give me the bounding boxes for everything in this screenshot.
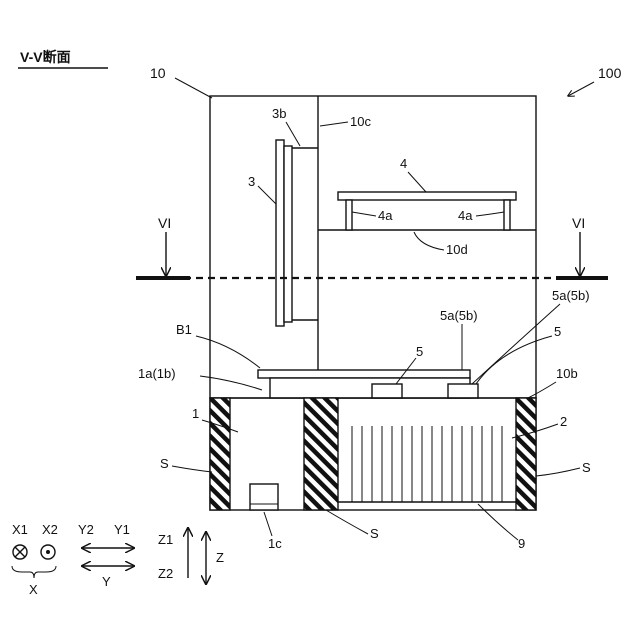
leader-4a-right: [476, 212, 504, 216]
label-5-right: 5: [554, 324, 561, 339]
axis-x-label: X: [29, 582, 38, 597]
leader-4a-left: [352, 212, 376, 216]
label-vi-right: VI: [572, 215, 585, 231]
leader-s-bottom: [326, 510, 368, 534]
board-b1-lower: [270, 378, 470, 398]
component-2-fins: [352, 426, 502, 502]
housing-10: [210, 96, 536, 398]
axis-y2-label: Y2: [78, 522, 94, 537]
leader-10: [175, 78, 212, 98]
label-4a-right: 4a: [458, 208, 473, 223]
component-5-mid: [372, 384, 402, 398]
label-vi-left: VI: [158, 215, 171, 231]
leg-4a-left: [346, 200, 352, 230]
label-1: 1: [192, 406, 199, 421]
label-3b: 3b: [272, 106, 286, 121]
label-10: 10: [150, 65, 166, 81]
leader-b1: [196, 336, 260, 368]
axis-x2-label: X2: [42, 522, 58, 537]
leader-5-right: [476, 336, 552, 384]
label-9: 9: [518, 536, 525, 551]
seal-s-center: [304, 398, 338, 510]
leader-3b: [286, 122, 300, 146]
label-1c: 1c: [268, 536, 282, 551]
label-10b: 10b: [556, 366, 578, 381]
label-2: 2: [560, 414, 567, 429]
label-4a-left: 4a: [378, 208, 393, 223]
leader-1c: [264, 512, 272, 536]
leader-3: [258, 186, 276, 204]
axis-z-label: Z: [216, 550, 224, 565]
component-3-outer: [276, 140, 284, 326]
label-100: 100: [598, 65, 622, 81]
leader-10d: [414, 232, 444, 250]
label-4: 4: [400, 156, 407, 171]
component-3-inner: [284, 146, 292, 322]
leader-s-left: [172, 466, 212, 472]
into-page-icon: [13, 545, 27, 559]
label-10d: 10d: [446, 242, 468, 257]
label-1a: 1a(1b): [138, 366, 176, 381]
label-5a-mid: 5a(5b): [440, 308, 478, 323]
section-title: V-V断面: [20, 49, 71, 65]
out-of-page-icon: [41, 545, 55, 559]
label-10c: 10c: [350, 114, 371, 129]
axis-x1-label: X1: [12, 522, 28, 537]
leader-10c: [320, 122, 348, 126]
component-4-plate: [338, 192, 516, 200]
component-5-right: [448, 384, 478, 398]
axis-z1-label: Z1: [158, 532, 173, 547]
seal-s-left: [210, 398, 230, 510]
label-s-right: S: [582, 460, 591, 475]
board-b1-upper: [258, 370, 470, 378]
axis-y-label: Y: [102, 574, 111, 589]
label-3: 3: [248, 174, 255, 189]
seal-s-right: [516, 398, 536, 510]
label-b1: B1: [176, 322, 192, 337]
leader-s-right: [536, 468, 580, 476]
leader-5a-right: [472, 304, 560, 384]
label-5a-right: 5a(5b): [552, 288, 590, 303]
label-100-arrow: [568, 82, 594, 96]
axis-x-brace: [12, 566, 56, 578]
leader-10b: [528, 382, 556, 398]
label-5-mid: 5: [416, 344, 423, 359]
leader-4: [408, 172, 426, 192]
axis-z2-label: Z2: [158, 566, 173, 581]
label-s-bottom: S: [370, 526, 379, 541]
axis-y1-label: Y1: [114, 522, 130, 537]
label-s-left: S: [160, 456, 169, 471]
leg-4a-right: [504, 200, 510, 230]
component-1c: [250, 484, 278, 510]
